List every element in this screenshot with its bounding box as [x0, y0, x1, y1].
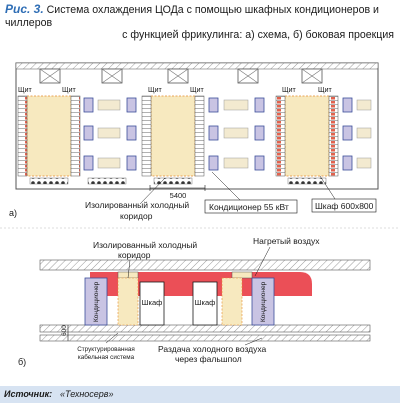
section-conditioner — [84, 277, 108, 326]
conditioner-label: Кондиционер — [260, 281, 267, 322]
plan-conditioners — [83, 97, 353, 171]
label-cold-air: Раздача холодного воздуха — [158, 344, 267, 354]
section-floor-slab — [39, 334, 371, 342]
dimension-5400: 5400 — [170, 191, 187, 200]
label-cabinet: Шкаф 600х800 — [315, 201, 374, 211]
figure-number: Рис. 3. — [5, 2, 44, 16]
label-cabling-2: кабельная система — [78, 353, 135, 361]
conditioner-label: Кондиционер — [93, 281, 100, 322]
source-bar: Источник: «Техносерв» — [0, 386, 400, 403]
section-raised-floor — [39, 324, 371, 333]
cabinet-label-box — [311, 198, 377, 213]
cabinet-label: Шкаф — [142, 298, 163, 307]
section-cabinet — [192, 281, 218, 326]
panel-label-b: б) — [18, 357, 26, 367]
section-cold-corridor — [221, 277, 243, 326]
label-cold-corridor: Изолированный холодный — [93, 240, 197, 250]
shield-label: Щит — [62, 87, 76, 94]
label-cold-corridor-2: коридор — [120, 211, 153, 221]
source-label: Источник: — [4, 389, 53, 399]
section-view: Кондиционер Кондиционер Шкаф Шкаф 600 б)… — [18, 236, 371, 367]
caption-line-1: Система охлаждения ЦОДа с помощью шкафны… — [5, 4, 379, 29]
label-cold-corridor-2: коридор — [118, 250, 151, 260]
label-cold-corridor: Изолированный холодный — [85, 200, 189, 210]
shield-label: Щит — [282, 87, 296, 94]
shield-label: Щит — [148, 87, 162, 94]
section-conditioner — [251, 277, 275, 326]
shield-label: Щит — [318, 87, 332, 94]
figure-caption: Рис. 3. Система охлаждения ЦОДа с помощь… — [5, 3, 397, 42]
height-dimension-600: 600 — [61, 325, 68, 336]
shield-label: Щит — [18, 87, 32, 94]
label-cabling: Структурированная — [77, 346, 135, 353]
label-hot-air: Нагретый воздух — [253, 236, 320, 246]
shield-label: Щит — [190, 87, 204, 94]
section-cabinet — [139, 281, 165, 326]
plan-top-wall — [15, 62, 379, 70]
label-cold-air-2: через фальшпол — [175, 354, 242, 364]
section-ceiling — [39, 259, 371, 271]
source-value: «Техносерв» — [60, 389, 114, 399]
cold-corridor-zones — [26, 95, 330, 177]
caption-line-2: с функцией фрикулинга: а) схема, б) боко… — [122, 29, 394, 41]
plan-cable-trays — [29, 177, 327, 185]
plan-units — [97, 99, 372, 169]
cabinet-label: Шкаф — [195, 298, 216, 307]
plan-cabinet-rows — [17, 95, 339, 177]
label-conditioner: Кондиционер 55 кВт — [209, 202, 289, 212]
plan-view: Щит Щит Щит Щит Щит Щит — [9, 62, 379, 221]
panel-label-a: а) — [9, 208, 17, 218]
conditioner-label-box — [204, 199, 298, 214]
section-cold-corridor — [117, 277, 139, 326]
plan-top-alcoves — [39, 68, 323, 84]
